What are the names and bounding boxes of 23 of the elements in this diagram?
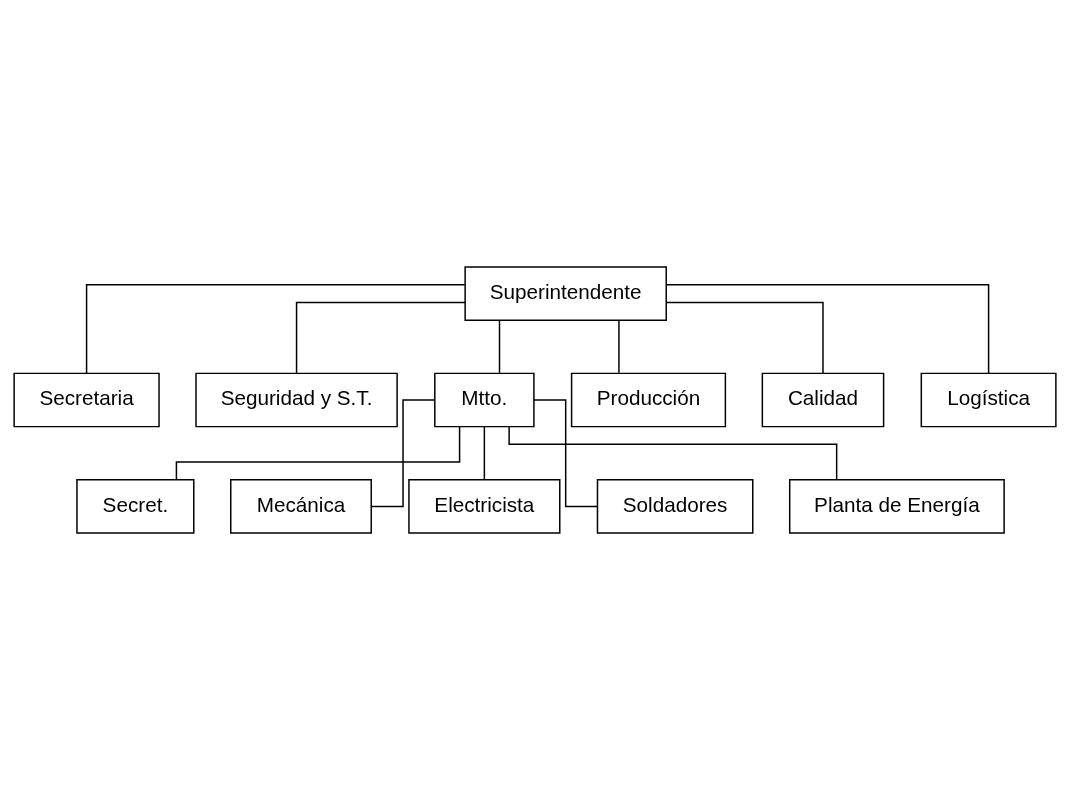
node-box: Producción xyxy=(570,372,727,428)
node-box: Electricista xyxy=(408,479,561,534)
node-box: Logística xyxy=(920,372,1057,428)
connector xyxy=(618,319,620,374)
node-box: Soldadores xyxy=(596,479,754,534)
connector xyxy=(508,426,838,481)
connector xyxy=(665,283,990,374)
node-box: Planta de Energía xyxy=(788,479,1005,534)
node-box: Mtto. xyxy=(434,372,535,428)
node-box: Superintendente xyxy=(464,266,667,321)
node-box: Secret. xyxy=(76,479,195,534)
connector xyxy=(370,399,436,508)
connector xyxy=(295,301,466,375)
connector xyxy=(533,399,599,508)
node-box: Seguridad y S.T. xyxy=(195,372,398,428)
node-box: Secretaria xyxy=(13,372,160,428)
connector xyxy=(498,319,501,374)
node-box: Mecánica xyxy=(230,479,372,534)
connector xyxy=(175,425,461,481)
connector xyxy=(483,426,486,480)
connector xyxy=(85,283,466,374)
connector xyxy=(665,301,824,375)
node-box: Calidad xyxy=(761,372,885,428)
